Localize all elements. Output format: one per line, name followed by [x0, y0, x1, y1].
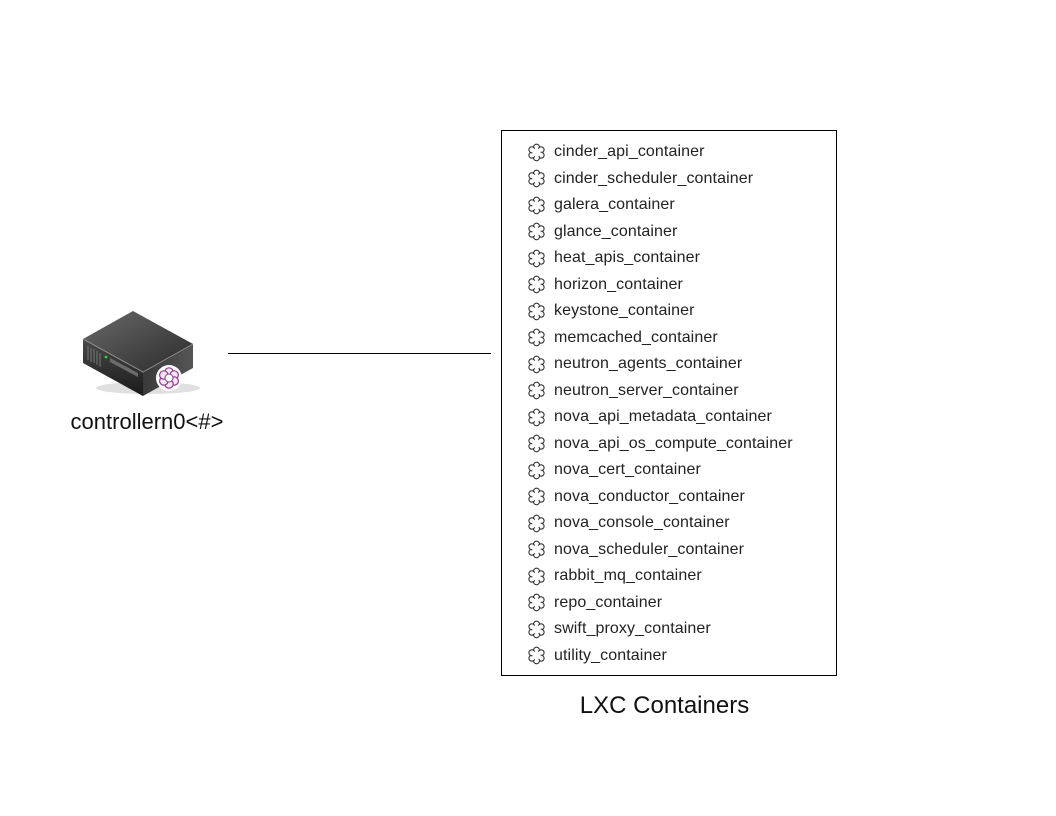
container-item: heat_apis_container	[527, 245, 793, 272]
lxc-container-icon	[527, 249, 546, 268]
container-item: nova_api_metadata_container	[527, 404, 793, 431]
lxc-container-icon	[527, 461, 546, 480]
container-item: cinder_scheduler_container	[527, 166, 793, 193]
container-item-label: glance_container	[554, 222, 678, 240]
container-list: cinder_api_container cinder_scheduler_con…	[527, 139, 793, 669]
container-item: utility_container	[527, 643, 793, 670]
lxc-container-icon	[527, 222, 546, 241]
container-item-label: rabbit_mq_container	[554, 567, 702, 585]
lxc-container-icon	[527, 355, 546, 374]
server-icon	[80, 308, 205, 400]
container-item: neutron_server_container	[527, 378, 793, 405]
container-item: cinder_api_container	[527, 139, 793, 166]
lxc-container-icon	[527, 593, 546, 612]
container-item-label: nova_cert_container	[554, 461, 701, 479]
lxc-container-icon	[527, 540, 546, 559]
lxc-container-icon	[527, 143, 546, 162]
lxc-container-icon	[527, 434, 546, 453]
container-item-label: utility_container	[554, 646, 667, 664]
container-item-label: cinder_api_container	[554, 143, 705, 161]
container-item-label: horizon_container	[554, 275, 683, 293]
lxc-container-icon	[527, 646, 546, 665]
lxc-container-icon	[527, 302, 546, 321]
container-item-label: swift_proxy_container	[554, 620, 711, 638]
container-item-label: heat_apis_container	[554, 249, 701, 267]
lxc-container-icon	[527, 487, 546, 506]
container-item-label: nova_api_metadata_container	[554, 408, 772, 426]
lxc-container-icon	[527, 196, 546, 215]
container-item-label: memcached_container	[554, 328, 718, 346]
container-item-label: cinder_scheduler_container	[554, 169, 754, 187]
container-item: horizon_container	[527, 272, 793, 299]
container-item: nova_api_os_compute_container	[527, 431, 793, 458]
container-item: galera_container	[527, 192, 793, 219]
lxc-container-icon	[527, 514, 546, 533]
container-item-label: nova_scheduler_container	[554, 540, 745, 558]
container-item: swift_proxy_container	[527, 616, 793, 643]
lxc-container-icon	[527, 408, 546, 427]
container-item: rabbit_mq_container	[527, 563, 793, 590]
container-item-label: repo_container	[554, 593, 663, 611]
lxc-container-icon	[527, 620, 546, 639]
lxc-container-icon	[527, 381, 546, 400]
container-group-caption: LXC Containers	[579, 692, 750, 719]
container-item: neutron_agents_container	[527, 351, 793, 378]
container-item: memcached_container	[527, 325, 793, 352]
container-item: nova_conductor_container	[527, 484, 793, 511]
container-item-label: nova_console_container	[554, 514, 730, 532]
container-item: nova_console_container	[527, 510, 793, 537]
lxc-container-icon	[527, 275, 546, 294]
lxc-container-icon	[527, 169, 546, 188]
container-item-label: nova_api_os_compute_container	[554, 434, 793, 452]
container-item-label: neutron_server_container	[554, 381, 739, 399]
container-group-box: cinder_api_container cinder_scheduler_con…	[501, 130, 837, 676]
container-item-label: keystone_container	[554, 302, 695, 320]
container-item: glance_container	[527, 219, 793, 246]
container-item: nova_scheduler_container	[527, 537, 793, 564]
container-item-label: nova_conductor_container	[554, 487, 745, 505]
lxc-container-icon	[527, 567, 546, 586]
lxc-container-icon	[527, 328, 546, 347]
container-item-label: galera_container	[554, 196, 675, 214]
connector-line	[228, 353, 491, 354]
container-item: nova_cert_container	[527, 457, 793, 484]
container-item-label: neutron_agents_container	[554, 355, 743, 373]
container-item: repo_container	[527, 590, 793, 617]
container-item: keystone_container	[527, 298, 793, 325]
host-label: controllern0<#>	[70, 409, 224, 434]
